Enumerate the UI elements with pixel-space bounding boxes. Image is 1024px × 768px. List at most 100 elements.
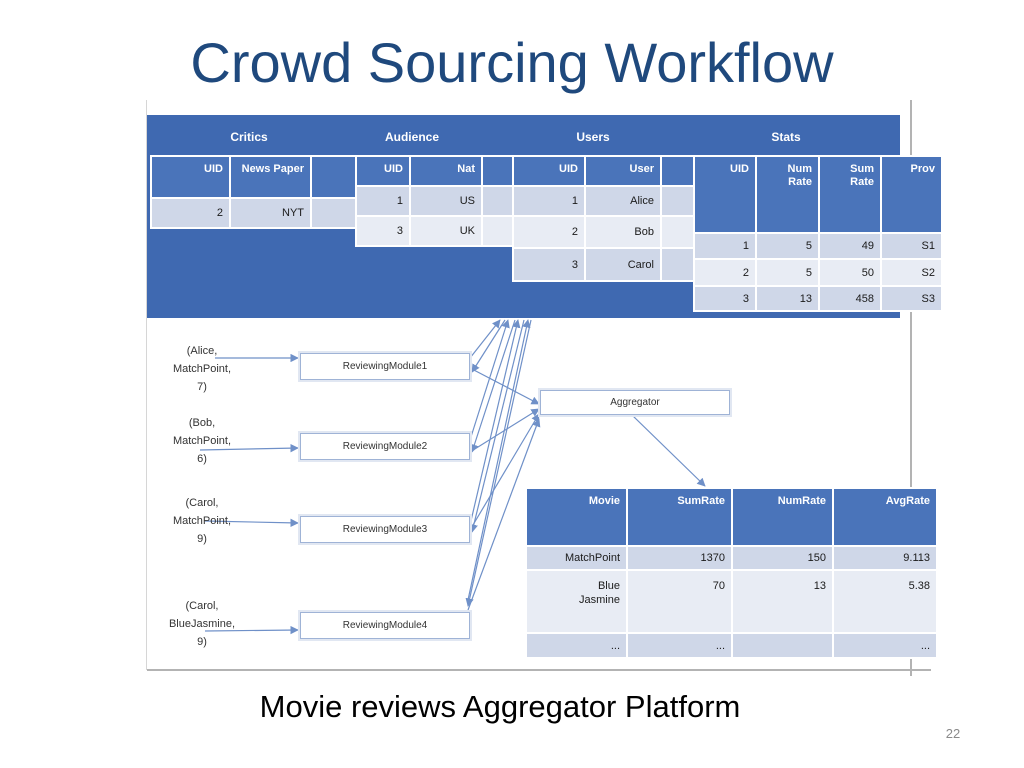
module-to-sources-line — [467, 319, 531, 601]
table-cell: 1 — [693, 232, 757, 260]
table-cell: US — [409, 185, 483, 217]
review-line: 9) — [197, 533, 207, 545]
table-header-cell: UID — [693, 155, 757, 234]
critics-label: Critics — [230, 130, 268, 144]
table-cell: 3 — [355, 215, 411, 247]
table-cell: 1370 — [626, 545, 733, 571]
module-to-aggregator-line — [469, 367, 540, 405]
table-row: Blue Jasmine 70 13 5.38 — [525, 569, 938, 634]
users-label: Users — [576, 130, 610, 144]
review-line: 7) — [197, 381, 207, 393]
table-cell: 2 — [693, 258, 757, 287]
reviewing-module-1: ReviewingModule1 — [300, 353, 470, 380]
table-cell — [731, 632, 834, 659]
review-line: MatchPoint, — [172, 515, 232, 527]
table-header-cell: AvgRate — [832, 487, 938, 547]
review-line: (Carol, — [185, 497, 219, 509]
review-line: 9) — [197, 636, 207, 648]
table-header-cell: UID — [150, 155, 231, 199]
review-line: (Bob, — [188, 417, 216, 429]
table-cell: ... — [832, 632, 938, 659]
table-header-cell: UID — [355, 155, 411, 187]
table-header-cell: User — [584, 155, 662, 187]
module-to-sources-line — [469, 319, 501, 359]
sources-to-module-line — [465, 319, 532, 607]
slide-caption: Movie reviews Aggregator Platform — [259, 689, 741, 724]
module-to-sources-line — [469, 319, 521, 526]
result-table: Movie SumRate NumRate AvgRate MatchPoint… — [525, 487, 938, 659]
page-number: 22 — [945, 726, 961, 741]
table-header-row: Movie SumRate NumRate AvgRate — [525, 487, 938, 547]
table-row: ... ... ... — [525, 632, 938, 659]
table-header-cell: Sum Rate — [818, 155, 882, 234]
table-cell: 3 — [512, 247, 586, 282]
frame-bottom-line — [147, 669, 931, 671]
table-header-cell: NumRate — [731, 487, 834, 547]
aggregator-box: Aggregator — [540, 390, 730, 415]
module-to-sources-line — [469, 319, 510, 441]
review-input-4: (Carol, BlueJasmine, 9) — [152, 597, 252, 651]
review-input-1: (Alice, MatchPoint, 7) — [152, 342, 252, 396]
input-arrow-4 — [204, 625, 299, 635]
table-cell: S2 — [880, 258, 943, 287]
table-cell: 2 — [512, 215, 586, 249]
table-cell: MatchPoint — [525, 545, 628, 571]
table-cell: 2 — [150, 197, 231, 229]
module-to-aggregator-line — [469, 408, 540, 453]
table-cell: 458 — [818, 285, 882, 312]
table-header-cell: Nat — [409, 155, 483, 187]
table-header-cell: Movie — [525, 487, 628, 547]
frame-left-line — [146, 100, 147, 670]
input-arrow-3 — [204, 518, 299, 528]
review-line: (Alice, — [186, 345, 218, 357]
reviewing-module-3: ReviewingModule3 — [300, 516, 470, 543]
table-cell: Alice — [584, 185, 662, 217]
module-to-aggregator-line — [469, 413, 540, 531]
review-line: MatchPoint, — [172, 435, 232, 447]
table-cell: 9.113 — [832, 545, 938, 571]
table-header-row: UID Num Rate Sum Rate Prov — [693, 155, 943, 234]
table-row: 1 5 49 S1 — [693, 232, 943, 260]
module-to-aggregator-line — [467, 418, 541, 611]
table-cell: 5 — [755, 258, 820, 287]
table-cell: Carol — [584, 247, 662, 282]
table-cell: Blue Jasmine — [525, 569, 628, 634]
table-header-cell: Num Rate — [755, 155, 820, 234]
sources-to-module-line — [469, 319, 525, 533]
review-line: BlueJasmine, — [168, 618, 236, 630]
table-cell: UK — [409, 215, 483, 247]
table-cell: S1 — [880, 232, 943, 260]
table-header-cell: UID — [512, 155, 586, 187]
review-input-3: (Carol, MatchPoint, 9) — [152, 494, 252, 548]
table-row: MatchPoint 1370 150 9.113 — [525, 545, 938, 571]
table-cell: 13 — [731, 569, 834, 634]
reviewing-module-4: ReviewingModule4 — [300, 612, 470, 639]
table-header-cell: News Paper — [229, 155, 312, 199]
table-cell: 13 — [755, 285, 820, 312]
frame-right-line — [910, 100, 912, 676]
table-cell: 5 — [755, 232, 820, 260]
table-row: 2 5 50 S2 — [693, 258, 943, 287]
review-line: 6) — [197, 453, 207, 465]
table-cell: 50 — [818, 258, 882, 287]
table-cell: ... — [525, 632, 628, 659]
table-cell: 1 — [355, 185, 411, 217]
table-cell: Bob — [584, 215, 662, 249]
table-row: 3 13 458 S3 — [693, 285, 943, 312]
table-cell: 150 — [731, 545, 834, 571]
table-cell: NYT — [229, 197, 312, 229]
sources-to-module-line — [470, 319, 516, 453]
review-line: MatchPoint, — [172, 363, 232, 375]
review-input-2: (Bob, MatchPoint, 6) — [152, 414, 252, 468]
table-header-cell: Prov — [880, 155, 943, 234]
table-cell: 5.38 — [832, 569, 938, 634]
table-cell: S3 — [880, 285, 943, 312]
table-cell: 49 — [818, 232, 882, 260]
slide-title: Crowd Sourcing Workflow — [190, 31, 834, 94]
stats-table: UID Num Rate Sum Rate Prov 1 5 49 S1 2 5… — [693, 155, 943, 312]
audience-label: Audience — [384, 130, 439, 144]
input-arrow-2 — [199, 443, 299, 453]
table-cell: ... — [626, 632, 733, 659]
sources-to-module-line — [471, 319, 506, 373]
